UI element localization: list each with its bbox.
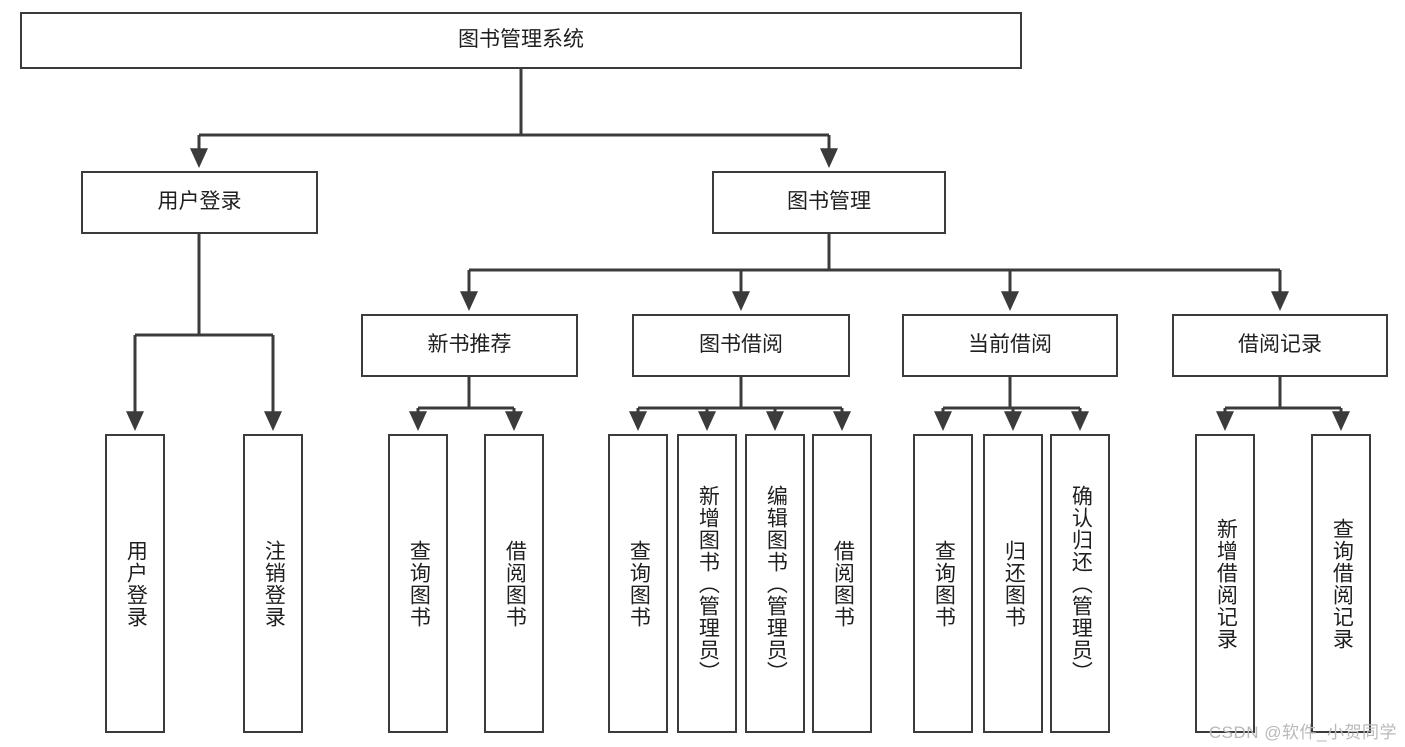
node-label: 新书推荐 [427, 333, 512, 357]
book-borrow-bus-arrow-0 [629, 411, 647, 431]
node-label: 确认归还（管理员） [1069, 484, 1093, 683]
root-bus-arrow-1 [820, 148, 838, 168]
node-label: 新增图书（管理员） [696, 484, 720, 683]
node-root[interactable]: 图书管理系统 [20, 12, 1022, 69]
node-leaf-add-book[interactable]: 新增图书（管理员） [677, 434, 737, 733]
node-leaf-add-record[interactable]: 新增借阅记录 [1195, 434, 1255, 733]
node-book-borrow[interactable]: 图书借阅 [632, 314, 850, 377]
node-label: 归还图书 [1002, 539, 1026, 628]
root-bus-arrow-0 [190, 148, 208, 168]
node-label: 借阅图书 [503, 539, 527, 628]
node-label: 查询借阅记录 [1330, 517, 1354, 650]
node-book-manage[interactable]: 图书管理 [712, 171, 946, 234]
new-book-bus-arrow-1 [505, 411, 523, 431]
node-leaf-borrow-book-2[interactable]: 借阅图书 [812, 434, 872, 733]
borrow-record-bus-arrow-1 [1332, 411, 1350, 431]
book-manage-bus-arrow-1 [732, 291, 750, 311]
node-current-borrow[interactable]: 当前借阅 [902, 314, 1118, 377]
book-borrow-bus-arrow-2 [766, 411, 784, 431]
node-leaf-query-book-2[interactable]: 查询图书 [608, 434, 668, 733]
borrow-record-bus-arrow-0 [1216, 411, 1234, 431]
node-leaf-edit-book[interactable]: 编辑图书（管理员） [745, 434, 805, 733]
node-label: 查询图书 [932, 539, 956, 628]
user-login-bus-arrow-1 [264, 411, 282, 431]
current-borrow-bus-arrow-2 [1071, 411, 1089, 431]
node-label: 图书借阅 [699, 333, 783, 357]
current-borrow-bus-arrow-1 [1004, 411, 1022, 431]
node-label: 借阅图书 [831, 539, 855, 628]
node-label: 借阅记录 [1238, 333, 1322, 357]
new-book-bus-arrow-0 [409, 411, 427, 431]
book-manage-bus-arrow-3 [1271, 291, 1289, 311]
node-leaf-query-book-3[interactable]: 查询图书 [913, 434, 973, 733]
node-leaf-confirm-return[interactable]: 确认归还（管理员） [1050, 434, 1110, 733]
node-leaf-logout[interactable]: 注销登录 [243, 434, 303, 733]
node-label: 编辑图书（管理员） [764, 484, 788, 683]
node-new-book-rec[interactable]: 新书推荐 [361, 314, 578, 377]
node-label: 注销登录 [262, 539, 286, 628]
user-login-bus-arrow-0 [126, 411, 144, 431]
node-leaf-query-record[interactable]: 查询借阅记录 [1311, 434, 1371, 733]
node-leaf-user-login[interactable]: 用户登录 [105, 434, 165, 733]
node-user-login[interactable]: 用户登录 [81, 171, 318, 234]
node-label: 查询图书 [627, 539, 651, 628]
node-label: 查询图书 [407, 539, 431, 628]
book-manage-bus-arrow-2 [1001, 291, 1019, 311]
book-manage-bus-arrow-0 [460, 291, 478, 311]
current-borrow-bus-arrow-0 [934, 411, 952, 431]
book-borrow-bus-arrow-1 [698, 411, 716, 431]
node-borrow-record[interactable]: 借阅记录 [1172, 314, 1388, 377]
node-label: 图书管理 [787, 190, 871, 214]
node-leaf-query-book-1[interactable]: 查询图书 [388, 434, 448, 733]
node-label: 图书管理系统 [458, 28, 584, 52]
node-label: 新增借阅记录 [1214, 517, 1238, 650]
node-label: 用户登录 [157, 190, 242, 214]
node-leaf-return-book[interactable]: 归还图书 [983, 434, 1043, 733]
node-label: 当前借阅 [968, 333, 1052, 357]
node-label: 用户登录 [124, 539, 148, 628]
node-leaf-borrow-book-1[interactable]: 借阅图书 [484, 434, 544, 733]
book-borrow-bus-arrow-3 [833, 411, 851, 431]
